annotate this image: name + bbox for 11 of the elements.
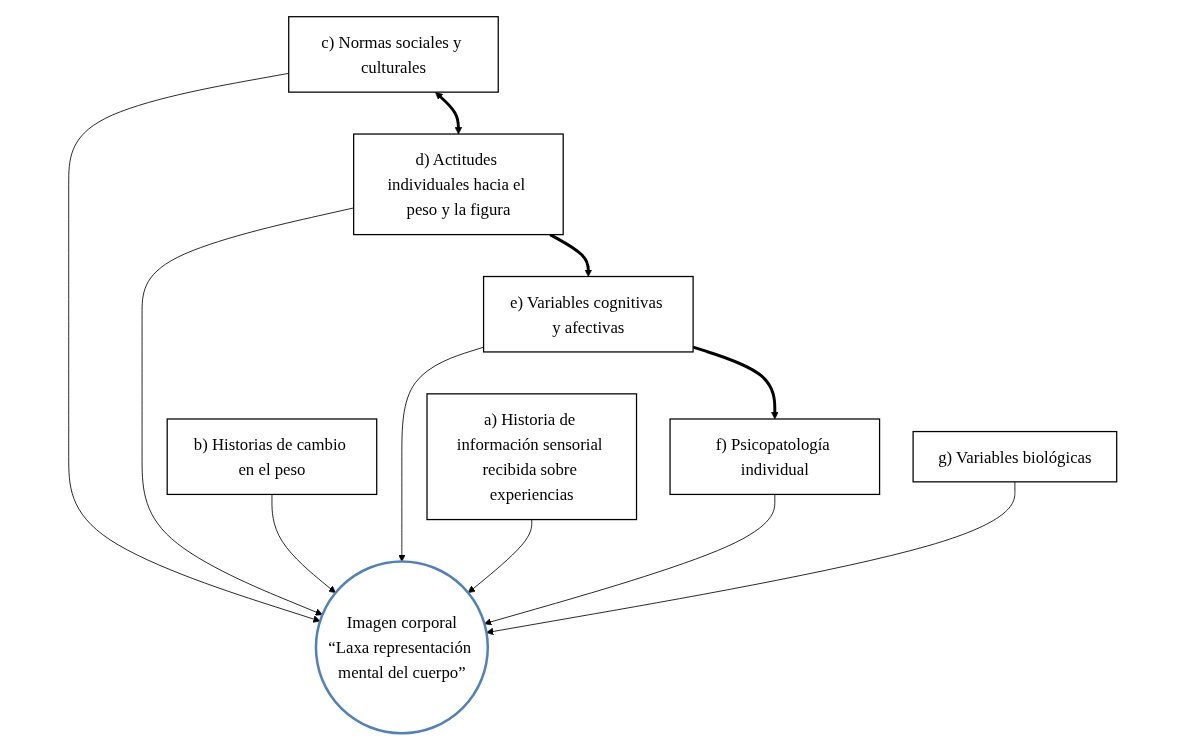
- node-box: f) Psicopatología individual: [669, 418, 880, 496]
- node-circle: Imagen corporal “Laxa representación mental del cuerpo”: [314, 560, 489, 735]
- node-box: g) Variables biológicas: [912, 430, 1118, 483]
- arrow: [434, 92, 462, 135]
- node-box: e) Variables cognitivas y afectivas: [482, 275, 694, 353]
- arrow: [549, 233, 592, 277]
- node-box: d) Actitudes individuales hacia el peso y la figura: [352, 133, 564, 236]
- node-box: c) Normas sociales y culturales: [287, 16, 499, 93]
- arrow: [692, 345, 779, 420]
- node-box: a) Historia de información sensorial recibida sobre experiencias: [426, 393, 637, 521]
- node-box: b) Historias de cambio en el peso: [166, 418, 378, 496]
